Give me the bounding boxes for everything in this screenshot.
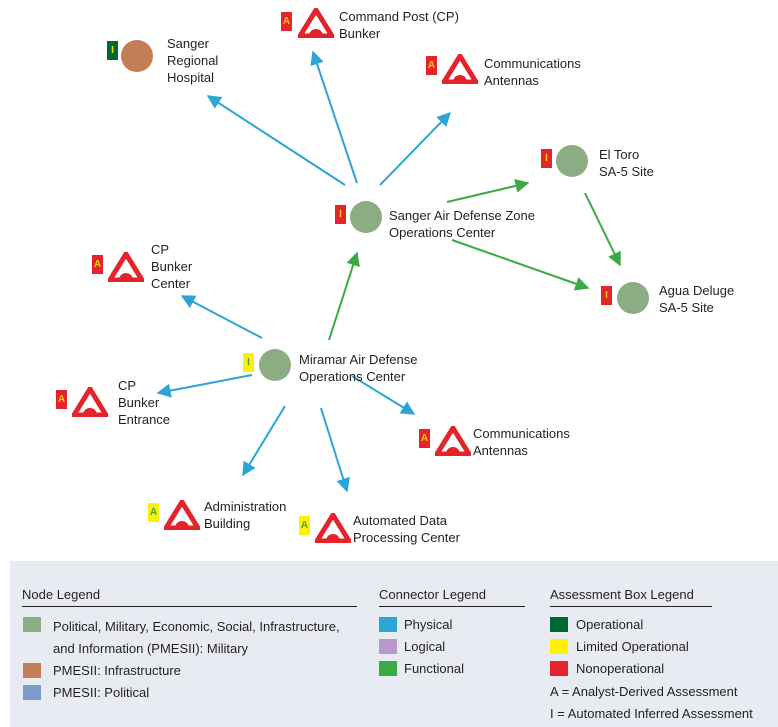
infrastructure-node-icon [121, 40, 153, 72]
node-label-miramar: Miramar Air Defense Operations Center [299, 352, 418, 384]
assessment-box-cp-bunker-center: A [92, 255, 103, 274]
edge-el-toro-to-agua [584, 192, 621, 267]
military-target-triangle-icon [108, 252, 144, 282]
physical-swatch [379, 617, 397, 632]
assessment-box-admin-building: A [148, 503, 159, 522]
edge-miramar-to-sanger [328, 251, 360, 341]
assessment-legend-limited: Limited Operational [576, 639, 689, 654]
node-label-comm-antennas-bottom: Communications Antennas [473, 426, 570, 458]
operational-swatch [550, 617, 568, 632]
node-label-cp-bunker-entrance: CP Bunker Entrance [118, 378, 171, 427]
assessment-box-el-toro: I [541, 149, 552, 168]
node-label-comm-antennas-top: Communications Antennas [484, 56, 581, 88]
edge-miramar-to-adp [320, 407, 350, 493]
connector-legend-logical: Logical [404, 639, 446, 654]
military-target-triangle-icon [435, 426, 471, 456]
nonoperational-swatch [550, 661, 568, 676]
military-node-icon [556, 145, 588, 177]
logical-swatch [379, 639, 397, 654]
edge-miramar-to-admin [242, 405, 286, 477]
edge-sanger-to-agua [451, 239, 590, 291]
node-legend-political: PMESII: Political [53, 685, 150, 700]
node-label-adp-center: Automated Data Processing Center [353, 513, 460, 545]
assessment-note-automated: I = Automated Inferred Assessment [550, 706, 753, 721]
assessment-legend-operational: Operational [576, 617, 644, 632]
military-swatch [23, 617, 41, 632]
military-target-triangle-icon [72, 387, 108, 417]
edge-sanger-to-cp-bunker [310, 50, 358, 184]
military-target-triangle-icon [298, 8, 334, 38]
node-legend-infrastructure: PMESII: Infrastructure [53, 663, 181, 678]
assessment-box-adp-center: A [299, 516, 310, 535]
limited-operational-swatch [550, 639, 568, 654]
node-label-el-toro: El Toro SA-5 Site [599, 147, 654, 179]
assessment-box-sanger-adz: I [335, 205, 346, 224]
functional-swatch [379, 661, 397, 676]
node-legend-title: Node Legend [22, 587, 357, 607]
edge-miramar-to-comm-antennas [351, 375, 416, 415]
assessment-box-cp-bunker: A [281, 12, 292, 31]
assessment-box-sanger-hospital: I [107, 41, 118, 60]
assessment-box-agua-deluge: I [601, 286, 612, 305]
assessment-box-comm-antennas-bottom: A [419, 429, 430, 448]
assessment-box-cp-bunker-entrance: A [56, 390, 67, 409]
edge-sanger-to-hospital [206, 95, 346, 186]
assessment-box-comm-antennas-top: A [426, 56, 437, 75]
node-label-sanger-hospital: Sanger Regional Hospital [167, 36, 219, 85]
node-label-cp-bunker-center: CP Bunker Center [151, 242, 193, 291]
edge-sanger-to-el-toro [446, 179, 530, 203]
node-legend-military: Political, Military, Economic, Social, I… [53, 619, 340, 656]
military-target-triangle-icon [442, 54, 478, 84]
assessment-legend-nonoperational: Nonoperational [576, 661, 665, 676]
military-target-triangle-icon [164, 500, 200, 530]
infrastructure-swatch [23, 663, 41, 678]
connector-legend-title: Connector Legend [379, 587, 525, 607]
connector-legend-functional: Functional [404, 661, 464, 676]
connector-legend-physical: Physical [404, 617, 453, 632]
military-node-icon [350, 201, 382, 233]
node-label-admin-building: Administration Building [204, 499, 287, 531]
legend-panel: Node Legend Political, Military, Economi… [10, 561, 778, 727]
military-target-triangle-icon [315, 513, 351, 543]
edge-miramar-to-cp-bunker-center [180, 295, 263, 339]
military-node-icon [259, 349, 291, 381]
military-node-icon [617, 282, 649, 314]
assessment-legend-title: Assessment Box Legend [550, 587, 712, 607]
edge-sanger-to-comm-antennas [379, 111, 451, 186]
assessment-note-analyst: A = Analyst-Derived Assessment [550, 684, 738, 699]
network-diagram [156, 50, 621, 493]
node-label-sanger-adz: Sanger Air Defense Zone Operations Cente… [389, 208, 535, 240]
node-label-cp-bunker: Command Post (CP) Bunker [339, 9, 459, 41]
political-swatch [23, 685, 41, 700]
node-label-agua-deluge: Agua Deluge SA-5 Site [659, 283, 735, 315]
edge-miramar-to-cp-bunker-entrance [156, 374, 253, 398]
assessment-box-miramar: I [243, 353, 254, 372]
